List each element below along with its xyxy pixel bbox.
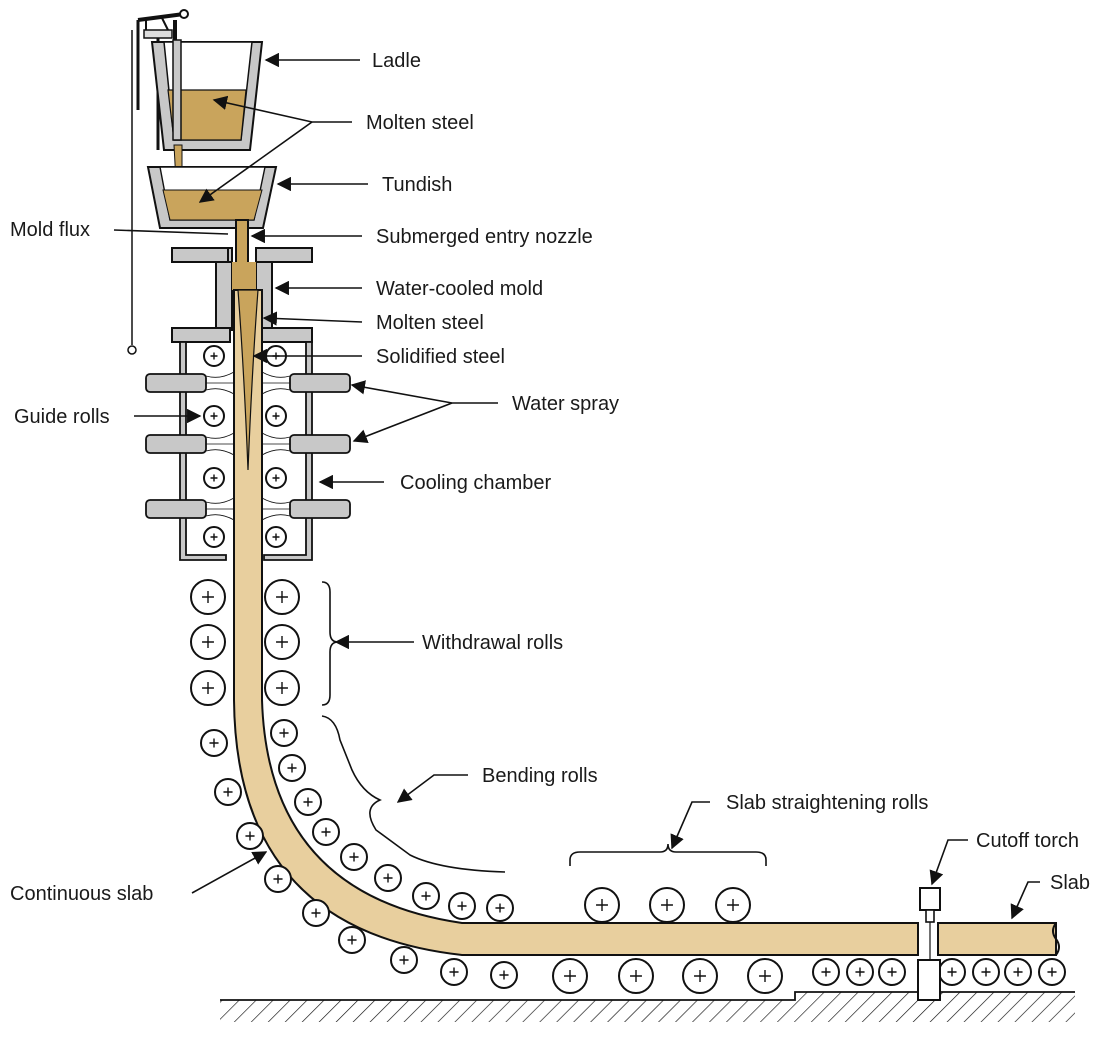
ladle xyxy=(127,9,264,355)
submerged-entry-nozzle xyxy=(235,219,249,267)
roll-axle xyxy=(209,738,219,748)
label-submerged-entry-nozzle: Submerged entry nozzle xyxy=(376,226,593,248)
continuous-slab xyxy=(233,289,919,956)
roll-axle xyxy=(596,899,608,911)
roll-axle xyxy=(981,967,991,977)
label-water-spray: Water spray xyxy=(512,393,619,415)
roll-axle xyxy=(1013,967,1023,977)
roll-axle xyxy=(457,901,467,911)
label-continuous-slab: Continuous slab xyxy=(10,883,153,905)
roll-axle xyxy=(272,533,280,541)
label-mold-flux: Mold flux xyxy=(10,219,90,241)
roll-axle xyxy=(287,763,297,773)
roll-axle xyxy=(202,636,214,648)
ground xyxy=(220,991,1075,1022)
roll-axle xyxy=(694,970,706,982)
roll-axle xyxy=(311,908,321,918)
roll-axle xyxy=(272,412,280,420)
roll-axle xyxy=(383,873,393,883)
label-molten-steel-mold: Molten steel xyxy=(376,312,484,334)
label-cooling-chamber: Cooling chamber xyxy=(400,472,552,494)
bending-rolls-brace xyxy=(321,715,506,873)
roll-axle xyxy=(399,955,409,965)
roll-axle xyxy=(245,831,255,841)
rolls xyxy=(190,345,1066,994)
molten-core xyxy=(237,289,259,471)
label-guide-rolls: Guide rolls xyxy=(14,406,110,428)
label-tundish: Tundish xyxy=(382,174,452,196)
label-bending-rolls: Bending rolls xyxy=(482,765,598,787)
roll-axle xyxy=(495,903,505,913)
roll-axle xyxy=(347,935,357,945)
leader-lines xyxy=(113,52,1040,920)
labels: Ladle Molten steel Tundish Mold flux Sub… xyxy=(10,50,1090,905)
tundish-molten-steel xyxy=(162,189,263,221)
roll-axle xyxy=(855,967,865,977)
roll-axle xyxy=(202,591,214,603)
roll-axle xyxy=(887,967,897,977)
cut-slab xyxy=(937,922,1057,956)
spray-jets xyxy=(205,371,291,521)
label-ladle: Ladle xyxy=(372,50,421,72)
label-cutoff-torch: Cutoff torch xyxy=(976,830,1079,852)
roll-axle xyxy=(564,970,576,982)
roll-axle xyxy=(821,967,831,977)
roll-axle xyxy=(947,967,957,977)
roll-axle xyxy=(349,852,359,862)
label-slab-straightening-rolls: Slab straightening rolls xyxy=(726,792,928,814)
roll-axle xyxy=(223,787,233,797)
roll-axle xyxy=(210,533,218,541)
roll-axle xyxy=(1047,967,1057,977)
cooling-chamber xyxy=(179,341,313,561)
cutoff-torch xyxy=(917,887,941,1001)
roll-axle xyxy=(210,352,218,360)
roll-axle xyxy=(276,591,288,603)
withdrawal-rolls-brace xyxy=(321,581,339,706)
roll-axle xyxy=(272,474,280,482)
label-solidified-steel: Solidified steel xyxy=(376,346,505,368)
roll-axle xyxy=(727,899,739,911)
roll-axle xyxy=(661,899,673,911)
roll-axle xyxy=(279,728,289,738)
label-water-cooled-mold: Water-cooled mold xyxy=(376,278,543,300)
roll-axle xyxy=(759,970,771,982)
roll-axle xyxy=(210,412,218,420)
roll-axle xyxy=(630,970,642,982)
label-molten-steel-top: Molten steel xyxy=(366,112,474,134)
roll-axle xyxy=(499,970,509,980)
roll-axle xyxy=(449,967,459,977)
roll-axle xyxy=(210,474,218,482)
roll-axle xyxy=(421,891,431,901)
label-slab: Slab xyxy=(1050,872,1090,894)
straightening-rolls-brace xyxy=(569,843,767,866)
label-withdrawal-rolls: Withdrawal rolls xyxy=(422,632,563,654)
roll-axle xyxy=(303,797,313,807)
roll-axle xyxy=(276,682,288,694)
roll-axle xyxy=(276,636,288,648)
roll-axle xyxy=(202,682,214,694)
roll-axle xyxy=(321,827,331,837)
roll-axle xyxy=(273,874,283,884)
